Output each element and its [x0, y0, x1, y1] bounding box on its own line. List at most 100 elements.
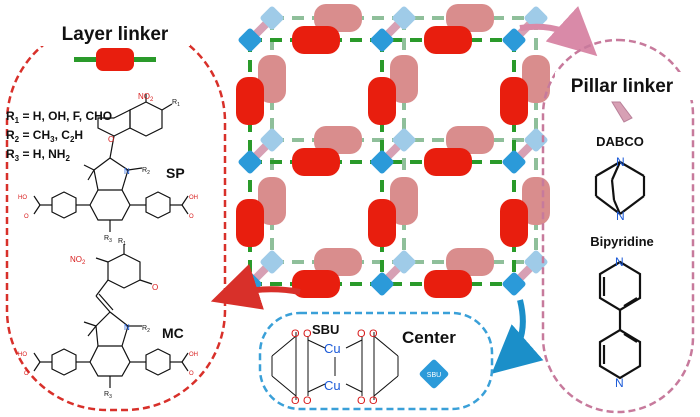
front-layer-linker: [500, 199, 528, 247]
svg-text:O: O: [357, 328, 366, 340]
bipyridine-bottom-nitrogen: N: [615, 376, 624, 390]
back-layer-linker: [258, 55, 286, 103]
layer-linker-icon: [74, 48, 156, 71]
center-title: Center: [402, 328, 456, 347]
mc-right-hydroxyl: OH: [189, 352, 198, 358]
front-sbu-node: [502, 272, 526, 296]
sp-oxygen: O: [108, 135, 114, 144]
svg-text:O: O: [291, 395, 300, 407]
pillar-rod-icon: [611, 101, 633, 123]
sp-left-carbonyl: O: [24, 214, 29, 220]
front-layer-linker: [500, 77, 528, 125]
front-layer-linker: [424, 270, 472, 298]
front-sbu-node: [502, 28, 526, 52]
bipyridine-structure: [598, 260, 642, 380]
sp-right-carbonyl: O: [189, 214, 194, 220]
back-layer-linker: [522, 55, 550, 103]
front-layer-linker: [368, 77, 396, 125]
mc-r1-label: R1: [118, 238, 126, 247]
back-sbu-node: [524, 128, 548, 152]
arrow-to-pillar-linker: [519, 6, 598, 57]
back-sbu-node: [524, 250, 548, 274]
back-sbu-node: [524, 6, 548, 30]
mc-r2-label: R2: [142, 325, 150, 334]
sp-nitro-label: NO2: [138, 92, 154, 103]
sbu-label: SBU: [312, 322, 339, 337]
r2-definition: R2 = CH3, C2H: [6, 128, 83, 144]
front-layer-linker: [424, 148, 472, 176]
mc-phenolate-oxygen: O: [152, 283, 158, 292]
dabco-bottom-nitrogen: N: [616, 209, 625, 223]
front-sbu-node: [370, 150, 394, 174]
sp-r2-label: R2: [142, 167, 150, 176]
sbu-icon: SBU: [419, 359, 449, 389]
svg-text:O: O: [369, 395, 378, 407]
pillar-panel-border: [541, 38, 695, 414]
front-layer-linker: [292, 270, 340, 298]
mc-r3-label: R3: [104, 391, 112, 400]
sp-label: SP: [166, 165, 185, 181]
front-layer-linker: [236, 199, 264, 247]
arrow-to-layer-linker: [210, 263, 301, 310]
bipyridine-label: Bipyridine: [590, 234, 654, 249]
r1-definition: R1 = H, OH, F, CHO: [6, 109, 112, 125]
back-layer-linker: [314, 4, 362, 32]
layer-linker-panel: Layer linker R1 = H, OH, F, CHO R2 = CH3…: [5, 20, 227, 412]
pillar-panel-title: Pillar linker: [571, 76, 674, 97]
front-sbu-node: [238, 150, 262, 174]
cu-bottom-atom: Cu: [324, 378, 341, 393]
front-layer-linker: [424, 26, 472, 54]
center-panel-border: [258, 311, 494, 411]
layer-panel-border: [5, 20, 227, 412]
dabco-label: DABCO: [596, 134, 644, 149]
back-layer-linker: [258, 177, 286, 225]
front-sbu-node: [370, 28, 394, 52]
sp-left-hydroxyl: HO: [18, 195, 27, 201]
back-layer-linker: [314, 126, 362, 154]
back-layer-linker: [446, 126, 494, 154]
back-layer-linker: [446, 4, 494, 32]
back-layer-linker: [446, 248, 494, 276]
back-sbu-node: [260, 6, 284, 30]
mof-framework: [236, 4, 550, 298]
layer-panel-title: Layer linker: [62, 24, 169, 45]
mc-right-carbonyl: O: [189, 371, 194, 377]
back-layer-linker: [390, 55, 418, 103]
svg-text:O: O: [357, 395, 366, 407]
svg-text:O: O: [369, 328, 378, 340]
cu-top-atom: Cu: [324, 341, 341, 356]
mc-structure: [33, 244, 189, 388]
center-panel: SBU Center SBU Cu Cu O: [258, 311, 494, 411]
front-layer-linker: [292, 26, 340, 54]
mc-left-carbonyl: O: [24, 371, 29, 377]
sbu-icon-text: SBU: [427, 372, 441, 379]
sp-right-hydroxyl: OH: [189, 195, 198, 201]
back-sbu-node: [260, 128, 284, 152]
arrow-to-center: [491, 299, 544, 374]
cu-paddlewheel: [271, 332, 399, 400]
dabco-structure: [594, 161, 646, 215]
front-sbu-node: [502, 150, 526, 174]
dabco-top-nitrogen: N: [616, 155, 625, 169]
back-sbu-node: [392, 128, 416, 152]
bipyridine-top-nitrogen: N: [615, 255, 624, 269]
sp-r1-label: R1: [172, 99, 180, 108]
back-sbu-node: [392, 6, 416, 30]
pillar-linker-panel: Pillar linker DABCO N N Bipyridine: [541, 38, 695, 414]
svg-text:O: O: [303, 395, 312, 407]
r3-definition: R3 = H, NH2: [6, 147, 70, 163]
mc-label: MC: [162, 325, 184, 341]
sp-nitrogen: N: [124, 167, 130, 176]
back-sbu-node: [260, 250, 284, 274]
sp-r3-label: R3: [104, 235, 112, 244]
front-layer-linker: [292, 148, 340, 176]
back-layer-linker: [390, 177, 418, 225]
mc-nitrogen: N: [124, 323, 130, 332]
back-sbu-node: [392, 250, 416, 274]
front-layer-linker: [236, 77, 264, 125]
front-sbu-node: [370, 272, 394, 296]
mc-nitro-label: NO2: [70, 255, 86, 266]
sp-structure: [33, 94, 189, 232]
back-layer-linker: [314, 248, 362, 276]
sbu-oxygens: O O O O O O O O: [291, 328, 378, 407]
